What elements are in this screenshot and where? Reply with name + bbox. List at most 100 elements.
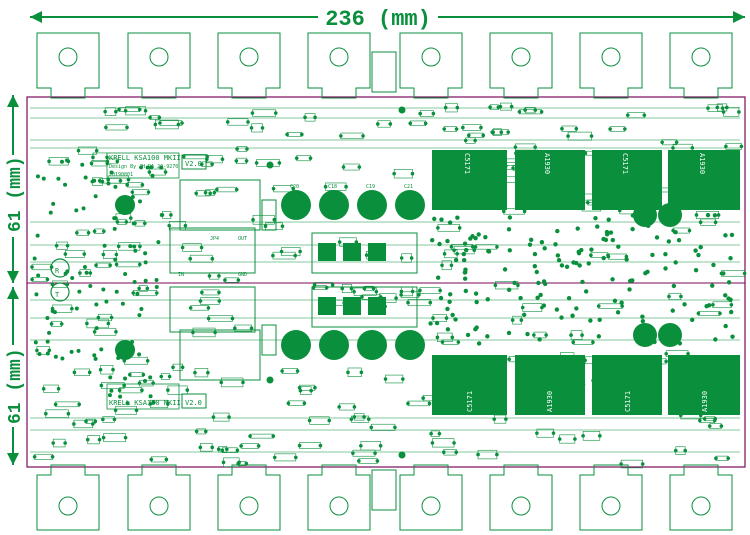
solder-pad [660, 140, 664, 145]
solder-pad [92, 229, 97, 234]
solder-pad [256, 444, 261, 448]
solder-pad [47, 159, 51, 164]
solder-pad [263, 224, 268, 229]
solder-pad [78, 271, 82, 275]
solder-pad [93, 356, 98, 361]
design-note: Design By JH DA 20-9270 [109, 164, 178, 170]
solder-pad [249, 126, 254, 130]
solder-pad [516, 283, 520, 288]
solder-pad [351, 451, 355, 455]
solder-pad [687, 228, 692, 233]
title-block-lower: KRELL KSA100 MKII V2.0 [106, 383, 207, 410]
solder-pad [462, 241, 468, 246]
solder-pad [36, 273, 41, 278]
component-outline [105, 124, 128, 131]
solder-pad [82, 264, 87, 269]
solder-pad [341, 165, 346, 169]
solder-pad [216, 447, 221, 452]
solder-pad [109, 170, 114, 175]
solder-pad [244, 159, 249, 163]
solder-pad [566, 295, 572, 301]
solder-pad [532, 333, 536, 337]
solder-pad [45, 277, 50, 282]
solder-pad [359, 370, 364, 375]
component-outline [31, 263, 52, 271]
solder-pad [279, 249, 284, 254]
connector-gnd-upper: GND [238, 272, 247, 278]
solder-pad [645, 269, 650, 274]
solder-pad [280, 224, 285, 229]
solder-pad [729, 302, 734, 307]
connector-in-upper: IN [178, 272, 184, 278]
solder-pad [521, 312, 527, 317]
solder-pad [739, 144, 744, 149]
solder-pad [143, 108, 148, 113]
solder-pad [473, 291, 479, 296]
component-outline [31, 277, 48, 282]
solder-pad [729, 309, 734, 315]
solder-pad [188, 256, 193, 261]
transistor-label-upper-2: A1930 [543, 153, 551, 174]
solder-pad [137, 199, 142, 204]
solder-pad [694, 213, 699, 217]
solder-pad [100, 179, 105, 184]
solder-pad [359, 443, 363, 448]
component-outline [698, 311, 721, 316]
component-outline [65, 250, 85, 258]
solder-pad [449, 244, 454, 249]
solder-pad [394, 296, 398, 300]
component-outline [98, 313, 112, 322]
solder-pad [473, 327, 478, 332]
solder-pad [225, 120, 230, 124]
solder-pad [339, 134, 343, 138]
solder-pad [499, 130, 504, 135]
solder-pad [198, 299, 203, 303]
solder-pad [34, 292, 39, 297]
component-outline [167, 385, 188, 395]
solder-pad [81, 206, 86, 211]
solder-pad [183, 223, 188, 228]
solder-pad [51, 201, 56, 206]
solder-pad [106, 177, 110, 182]
solder-pad [729, 232, 735, 238]
solder-pad [227, 415, 231, 419]
solder-pad [137, 286, 141, 291]
solder-pad [362, 415, 366, 419]
solder-pad [180, 245, 185, 250]
solder-pad [234, 159, 239, 163]
solder-pad [454, 127, 459, 131]
solder-pad [598, 433, 602, 438]
solder-pad [640, 462, 645, 466]
solder-pad [114, 329, 118, 334]
solder-pad [74, 306, 79, 311]
solder-pad [713, 337, 718, 342]
component-outline [103, 433, 126, 443]
solder-pad [445, 327, 451, 332]
solder-pad [682, 302, 687, 307]
solder-pad [123, 108, 128, 113]
component-outline [419, 110, 434, 117]
solder-pad [294, 156, 299, 160]
solder-pad [45, 315, 50, 320]
solder-pad [82, 252, 87, 256]
solder-pad [674, 140, 679, 145]
component-outline [582, 431, 601, 441]
solder-pad [235, 448, 240, 453]
solder-pad [114, 252, 119, 257]
solder-pad [302, 401, 307, 405]
solder-pad [117, 107, 121, 112]
solder-pad [113, 184, 118, 189]
solder-pad [707, 424, 712, 428]
component-outline [34, 453, 53, 460]
solder-pad [129, 216, 133, 220]
solder-pad [711, 302, 715, 307]
board-title-upper: KRELL KSA100 MKII [109, 154, 181, 162]
solder-pad [586, 200, 590, 205]
solder-pad [70, 276, 75, 281]
component-outline [208, 315, 233, 322]
solder-pad [525, 331, 530, 337]
solder-pad [650, 252, 655, 258]
solder-pad [581, 433, 585, 438]
solder-pad [92, 353, 97, 358]
